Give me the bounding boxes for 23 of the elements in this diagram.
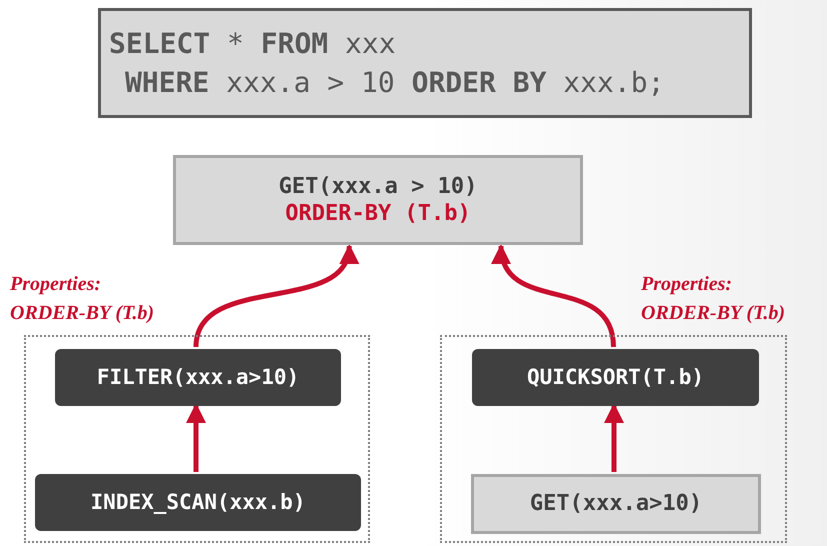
arrow: [186, 403, 206, 472]
properties-note: ORDER-BY (T.b): [10, 301, 156, 326]
group-box: [24, 335, 370, 543]
operator-label: FILTER(xxx.a>10): [96, 364, 300, 391]
operator-label: ORDER-BY (T.b): [285, 200, 471, 228]
arrow: [494, 244, 616, 348]
group-box: [440, 335, 787, 543]
properties-note: ORDER-BY (T.b): [641, 301, 786, 326]
operator-box: [471, 474, 761, 534]
operator-label: GET(xxx.a>10): [530, 490, 702, 518]
properties-note: Properties:: [641, 272, 734, 297]
query-box: [98, 8, 752, 118]
arrow: [604, 403, 624, 472]
sql-line: WHERE xxx.a > 10 ORDER BY xxx.b;: [124, 65, 664, 100]
operator-box: [35, 474, 361, 531]
operator-label: GET(xxx.a > 10): [278, 172, 478, 200]
operator-box: [173, 155, 583, 245]
sql-line: SELECT* FROM xxx: [109, 26, 396, 61]
operator-label: QUICKSORT(T.b): [526, 364, 704, 391]
operator-box: [472, 349, 759, 406]
properties-note: Properties:: [10, 272, 102, 297]
operator-box: [55, 349, 341, 406]
operator-label: INDEX_SCAN(xxx.b): [90, 489, 306, 516]
